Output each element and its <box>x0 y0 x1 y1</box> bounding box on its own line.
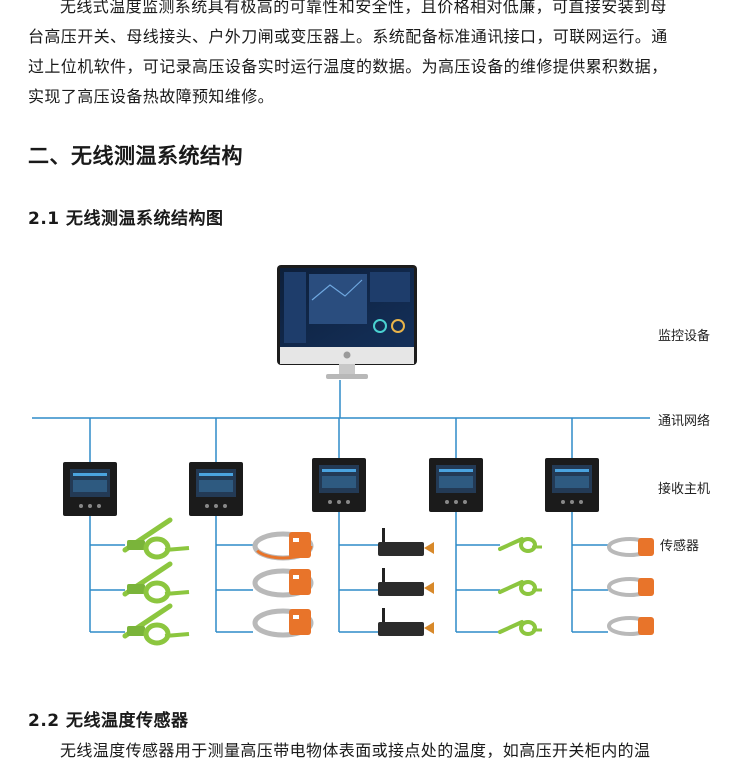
intro-line: 过上位机软件，可记录高压设备实时运行温度的数据。为高压设备的维修提供累积数据， <box>28 57 668 76</box>
small-green-sensor <box>498 537 542 553</box>
orange-band-sensor <box>607 537 654 557</box>
intro-paragraph: 无线式温度监测系统具有极高的可靠性和安全性，且价格相对低廉，可直接安装到母 台高… <box>28 0 728 112</box>
green-clamp-sensor <box>122 517 190 560</box>
screen-panel-left <box>284 272 306 343</box>
host-terminal <box>545 458 599 512</box>
apple-logo-icon <box>343 351 351 359</box>
screen-panel-right <box>370 272 410 302</box>
green-clamp-sensor <box>122 603 190 646</box>
intro-line: 无线式温度监测系统具有极高的可靠性和安全性，且价格相对低廉，可直接安装到母 <box>60 0 667 16</box>
network-bus <box>32 380 650 462</box>
green-clamp-sensor <box>122 561 190 604</box>
antenna-box-sensor <box>378 528 434 556</box>
intro-line: 台高压开关、母线接头、户外刀闸或变压器上。系统配备标准通讯接口，可联网运行。通 <box>28 27 668 46</box>
sensor-branches <box>89 512 608 633</box>
monitor-stand <box>326 374 368 379</box>
orange-band-sensor <box>252 608 314 638</box>
label-host: 接收主机 <box>658 482 711 497</box>
system-structure-diagram <box>32 265 654 646</box>
subsection-title-structure: 2.1 无线测温系统结构图 <box>28 209 224 229</box>
bottom-paragraph: 无线温度传感器用于测量高压带电物体表面或接点处的温度，如高压开关柜内的温 <box>28 736 728 766</box>
orange-band-sensor <box>252 568 314 598</box>
small-green-sensor <box>498 620 542 636</box>
host-terminal <box>429 458 483 512</box>
host-terminal <box>189 462 243 516</box>
label-monitor: 监控设备 <box>658 329 711 344</box>
orange-band-sensor <box>607 616 654 636</box>
orange-band-sensor <box>252 531 314 561</box>
subsection-title-sensor: 2.2 无线温度传感器 <box>28 711 189 731</box>
orange-band-sensor <box>607 577 654 597</box>
label-network: 通讯网络 <box>658 414 711 429</box>
host-terminal <box>63 462 117 516</box>
antenna-box-sensor <box>378 608 434 636</box>
intro-line: 实现了高压设备热故障预知维修。 <box>28 87 275 106</box>
bottom-line: 无线温度传感器用于测量高压带电物体表面或接点处的温度，如高压开关柜内的温 <box>60 741 651 760</box>
host-terminal <box>312 458 366 512</box>
monitor-computer <box>277 265 417 379</box>
small-green-sensor <box>498 580 542 596</box>
antenna-box-sensor <box>378 568 434 596</box>
screen-map <box>309 274 367 324</box>
label-sensor: 传感器 <box>660 539 700 554</box>
section-title: 二、无线测温系统结构 <box>28 144 243 168</box>
